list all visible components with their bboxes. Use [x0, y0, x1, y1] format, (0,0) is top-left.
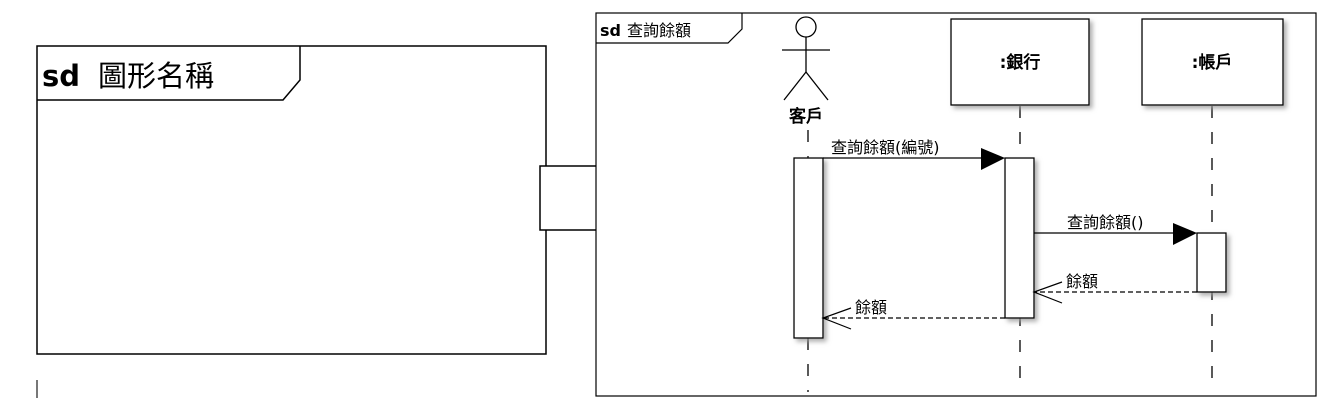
message-query-balance-with-id-label: 查詢餘額(編號): [831, 138, 940, 157]
return-arrowhead-icon: [821, 307, 852, 330]
template-frame-border: [36, 45, 547, 355]
bank-object-box: [950, 18, 1090, 106]
customer-activation-bar: [793, 157, 824, 339]
template-frame: sd 圖形名稱: [36, 45, 547, 355]
bank-object: :銀行: [950, 18, 1090, 106]
bank-object-label: :銀行: [1000, 52, 1041, 73]
account-object-box: [1141, 18, 1284, 106]
account-object: :帳戶: [1141, 18, 1284, 106]
sync-arrowhead-icon: [981, 148, 1005, 170]
sync-arrowhead-icon: [1173, 223, 1197, 245]
example-frame-keyword: sd: [600, 21, 621, 40]
message-query-balance: 查詢餘額(): [1034, 213, 1197, 245]
template-frame-keyword: sd: [42, 59, 80, 93]
template-frame-name-tab: [37, 46, 301, 101]
message-query-balance-with-id: 查詢餘額(編號): [823, 138, 1005, 170]
stray-mark: [36, 380, 38, 398]
example-frame-name-tab: [596, 13, 743, 44]
return-balance-to-bank: 餘額: [1032, 272, 1197, 304]
customer-actor-label: 客戶: [788, 106, 823, 127]
account-object-label: :帳戶: [1192, 52, 1233, 73]
return-balance-to-bank-label: 餘額: [1066, 272, 1098, 291]
message-query-balance-label: 查詢餘額(): [1067, 213, 1144, 232]
bank-activation-bar: [1004, 157, 1035, 319]
example-frame-name: 查詢餘額: [627, 21, 691, 40]
template-frame-name: 圖形名稱: [98, 59, 214, 93]
return-arrowhead-icon: [1032, 281, 1063, 304]
return-balance-to-customer-label: 餘額: [855, 298, 887, 317]
customer-actor: [782, 16, 830, 101]
actor-head-icon: [795, 16, 817, 38]
account-activation-bar: [1196, 232, 1227, 293]
return-balance-to-customer: 餘額: [821, 298, 1005, 330]
